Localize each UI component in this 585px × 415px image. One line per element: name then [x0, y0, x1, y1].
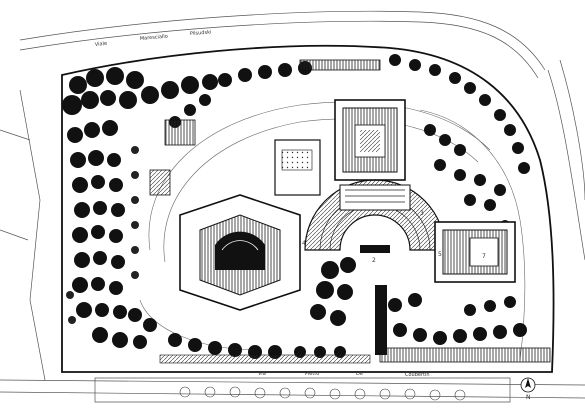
- hall-number-east-inner: 7: [482, 253, 486, 260]
- street-label-south: Via Pietro De Coubertin: [258, 371, 430, 378]
- south-terrace: [159, 285, 551, 364]
- road-lines: [0, 10, 585, 403]
- street-south-word-4: Coubertin: [405, 372, 430, 378]
- street-north-word-1: Viale: [95, 41, 108, 48]
- site-boundary: [61, 44, 555, 373]
- tree-mass-south: [168, 257, 527, 359]
- tree-mass-west: [62, 67, 218, 349]
- hall-number-center: 2: [372, 257, 376, 264]
- north-arrow-icon: [525, 378, 531, 388]
- hall-north: [334, 99, 406, 181]
- hall-east: [434, 221, 516, 283]
- hall-number-west: 4: [302, 240, 306, 247]
- street-south-word-2: Pietro: [305, 371, 319, 377]
- hall-number-labels: 4 2 3 5 7: [302, 210, 486, 264]
- small-trees-west: [66, 146, 139, 324]
- hall-west: [179, 194, 301, 311]
- street-label-north: Viale Maresciallo Pilsudski: [95, 30, 212, 48]
- north-arrow-label: N: [526, 394, 531, 401]
- street-north-word-3: Pilsudski: [190, 30, 212, 37]
- hall-number-south: 3: [420, 210, 424, 217]
- hall-number-east: 5: [438, 251, 442, 258]
- street-north-word-2: Maresciallo: [140, 34, 168, 42]
- service-building: [149, 59, 381, 196]
- street-south-word-1: Via: [258, 371, 266, 377]
- street-tree-row: [179, 386, 466, 401]
- street-south-word-3: De: [356, 371, 363, 377]
- amphitheatre-center: [304, 179, 446, 253]
- north-arrow: N: [520, 377, 536, 401]
